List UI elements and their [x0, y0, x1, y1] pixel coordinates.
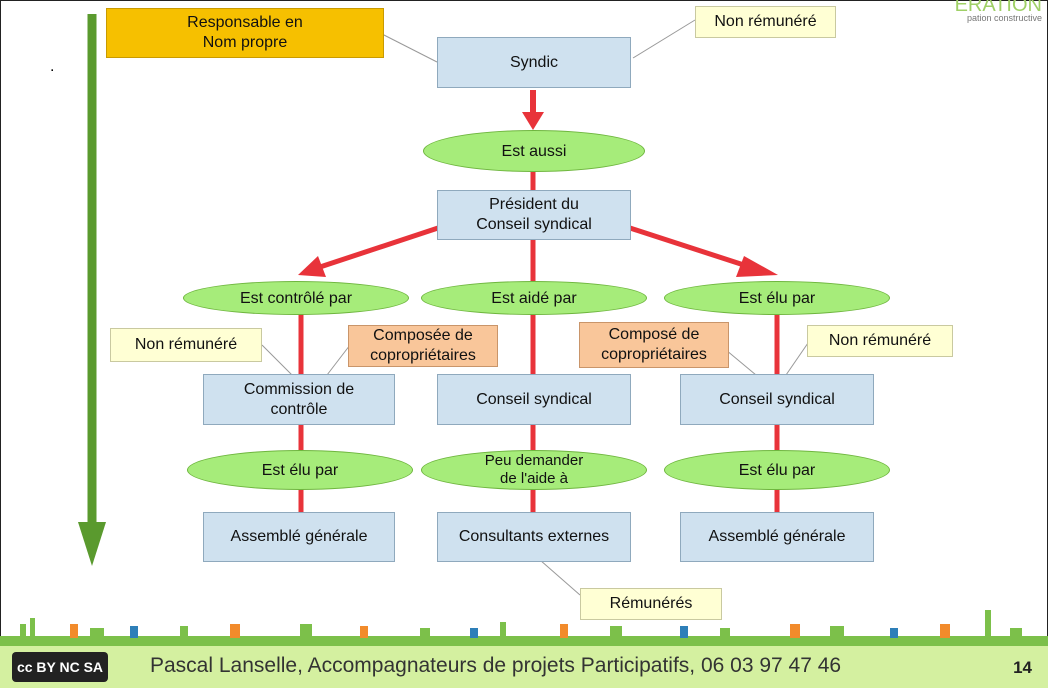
flow-arrow-head: [78, 522, 106, 566]
page-number: 14: [1013, 658, 1032, 677]
note-non-remunere-left: Non rémunéré: [110, 328, 262, 362]
note-remuneres: Rémunérés: [580, 588, 722, 620]
footer-text: Pascal Lanselle, Accompagnateurs de proj…: [150, 654, 842, 677]
node-commission: Commission de contrôle: [203, 374, 395, 425]
note-compose: Composé de copropriétaires: [579, 322, 729, 368]
relation-est-aussi: Est aussi: [423, 130, 645, 172]
note-composee: Composée de copropriétaires: [348, 325, 498, 367]
relation-controle-par: Est contrôlé par: [183, 281, 409, 315]
note-responsable: Responsable en Nom propre: [106, 8, 384, 58]
relation-peu-demander: Peu demander de l'aide à: [421, 450, 647, 490]
node-syndic: Syndic: [437, 37, 631, 88]
node-ag-left: Assemblé générale: [203, 512, 395, 562]
creative-commons-badge: cc BY NC SA: [12, 652, 108, 682]
logo-subtitle: pation constructive: [966, 13, 1042, 23]
node-consultants: Consultants externes: [437, 512, 631, 562]
stray-dot: .: [50, 58, 55, 75]
relation-aide-par: Est aidé par: [421, 281, 647, 315]
footer-bar: cc BY NC SA Pascal Lanselle, Accompagnat…: [0, 646, 1048, 688]
relation-elu-par-right: Est élu par: [664, 450, 890, 490]
note-non-remunere-top: Non rémunéré: [695, 6, 836, 38]
logo: ERATION pation constructive: [955, 0, 1042, 23]
logo-text: ERATION: [954, 0, 1042, 16]
node-conseil-mid: Conseil syndical: [437, 374, 631, 425]
decorative-skyline: [0, 610, 1048, 646]
note-non-remunere-right: Non rémunéré: [807, 325, 953, 357]
node-ag-right: Assemblé générale: [680, 512, 874, 562]
relation-elu-par-left: Est élu par: [187, 450, 413, 490]
node-president: Président du Conseil syndical: [437, 190, 631, 240]
node-conseil-right: Conseil syndical: [680, 374, 874, 425]
relation-elu-par-top: Est élu par: [664, 281, 890, 315]
